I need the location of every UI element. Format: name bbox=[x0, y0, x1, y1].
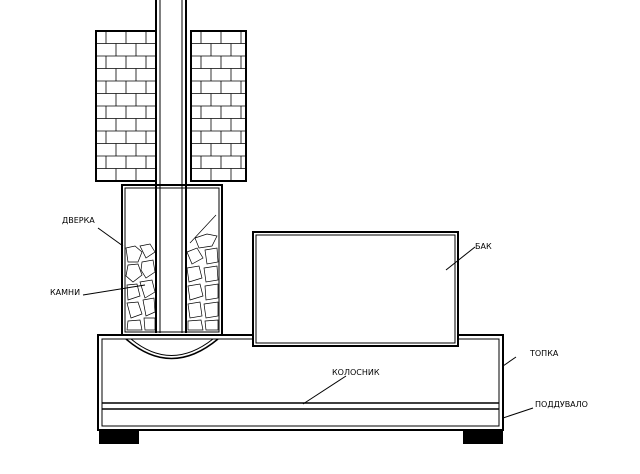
water-tank bbox=[252, 231, 459, 347]
leader-dverka bbox=[97, 227, 124, 247]
brick-masonry-right bbox=[190, 30, 247, 182]
stove-foot-right bbox=[463, 430, 503, 444]
label-topka: ТОПКА bbox=[529, 349, 559, 358]
leader-bak bbox=[445, 246, 476, 271]
label-kolosnik: КОЛОСНИК bbox=[332, 368, 380, 377]
label-kamni: КАМНИ bbox=[50, 288, 80, 297]
stone-chamber bbox=[121, 184, 223, 336]
leader-kamni bbox=[82, 284, 146, 296]
leader-topka bbox=[502, 356, 517, 367]
grate bbox=[102, 402, 499, 410]
brick-masonry-left bbox=[95, 30, 157, 182]
label-dverka: ДВЕРКА bbox=[62, 216, 95, 225]
smoke-outlet-dome bbox=[125, 338, 219, 360]
label-podduvalo: ПОДДУВАЛО bbox=[535, 400, 588, 409]
stove-foot-left bbox=[99, 430, 139, 444]
leader-podduvalo bbox=[502, 407, 534, 419]
chimney-pipe bbox=[155, 0, 187, 333]
stones-left bbox=[125, 243, 156, 331]
label-bak: БАК bbox=[475, 242, 492, 251]
leader-kolosnik bbox=[302, 375, 347, 405]
firebox-body bbox=[97, 334, 504, 431]
stones-right bbox=[186, 214, 219, 331]
